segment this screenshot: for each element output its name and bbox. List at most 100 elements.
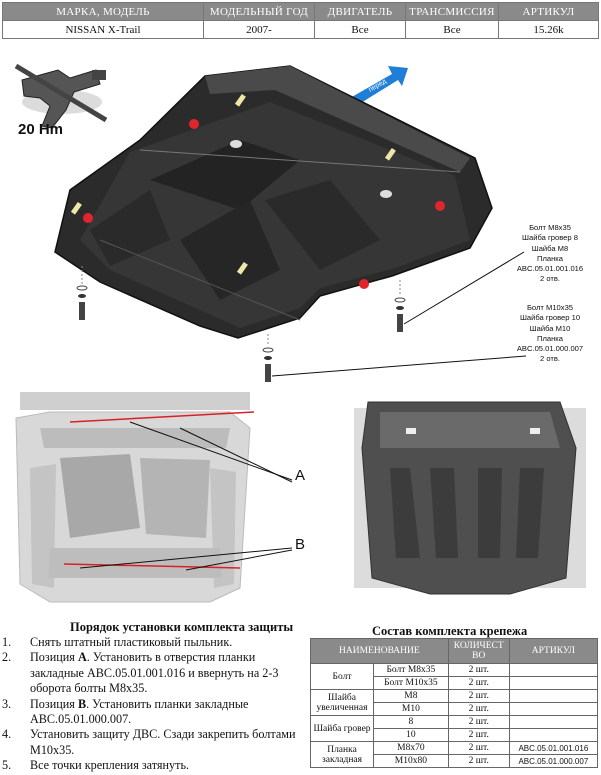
bolt-set-right: [394, 280, 406, 332]
step-text-prefix: Позиция: [30, 696, 78, 711]
header-col-make-model: МАРКА, МОДЕЛЬ: [2, 2, 204, 21]
torque-value: 20 Hm: [18, 121, 63, 138]
bolt-set-center: [262, 334, 274, 382]
position-label-a: A: [295, 467, 306, 484]
procedure-step: 2. Позиция А. Установить в отверстия пла…: [2, 650, 298, 696]
mount-point-red-3: [83, 213, 93, 223]
leader-line-m10: [271, 355, 527, 377]
keyhole-slot-1: [230, 140, 242, 148]
kit-item-article: [508, 715, 599, 729]
bolt-note-m10-line: Болт М10х35: [526, 303, 574, 312]
kit-group-name: Шайба гровер: [310, 715, 374, 742]
bolt-note-m8-line: Болт М8х35: [529, 223, 571, 232]
kit-title: Состав комплекта крепежа: [372, 624, 528, 638]
step-number: 5.: [2, 758, 12, 773]
bolt-note-m8-line: Шайба М8: [531, 243, 569, 253]
kit-item-qty: 2 шт.: [447, 702, 510, 716]
skid-plate: [54, 65, 493, 339]
kit-item-article: [508, 728, 599, 742]
underbody-view-installed: [350, 388, 590, 608]
keyhole-slot-2: [380, 190, 392, 198]
table-row: Болт Болт М8х35 2 шт.: [310, 663, 599, 690]
bolt-set-left: [76, 266, 88, 320]
kit-item-size: М8х70: [373, 741, 449, 755]
bolt-note-m10-line: ABC.05.01.000.007: [516, 344, 584, 354]
bolt-note-m8-line: 2 отв.: [539, 274, 560, 284]
step-position-letter: А: [77, 650, 87, 665]
mount-tab-2: [384, 147, 396, 161]
mount-point-red-2: [435, 201, 445, 211]
leader-a-2: [179, 427, 293, 483]
value-transmission: Все: [405, 20, 499, 39]
fastener-kit-table: НАИМЕНОВАНИЕ КОЛИЧЕСТ ВО АРТИКУЛ Болт Бо…: [310, 638, 599, 768]
leader-a-1: [129, 421, 293, 481]
procedure-step: 4. Установить защиту ДВС. Сзади закрепит…: [2, 727, 298, 758]
value-model-year: 2007-: [203, 20, 315, 39]
mount-tab-1: [234, 93, 246, 107]
kit-header-row: НАИМЕНОВАНИЕ КОЛИЧЕСТ ВО АРТИКУЛ: [310, 638, 599, 664]
kit-item-size: М8: [373, 689, 449, 703]
step-number: 2.: [2, 650, 12, 665]
underbody-view-before: [10, 388, 310, 608]
kit-item-size: 8: [373, 715, 449, 729]
header-col-model-year: МОДЕЛЬНЫЙ ГОД: [203, 2, 315, 21]
table-row: Шайба гровер 8 2 шт.: [310, 715, 599, 742]
bolt-note-m8-line: Планка: [536, 253, 564, 263]
bolt-note-m8-line: ABC.05.01.001.016: [516, 264, 584, 274]
kit-item-qty: 2 шт.: [447, 663, 510, 677]
procedure-step: 5. Все точки крепления затянуть.: [2, 758, 298, 773]
step-text: Снять штатный пластиковый пыльник.: [30, 635, 233, 649]
procedure-steps: 1. Снять штатный пластиковый пыльник. 2.…: [2, 635, 298, 774]
procedure-step: 1. Снять штатный пластиковый пыльник.: [2, 635, 298, 650]
kit-item-size: Болт М10х35: [373, 676, 449, 690]
table-row: Шайба увеличенная М8 2 шт.: [310, 689, 599, 716]
position-label-b: B: [295, 536, 306, 553]
step-number: 4.: [2, 727, 12, 742]
no-impact-wrench-icon: [14, 63, 108, 129]
kit-item-qty: 2 шт.: [447, 741, 510, 755]
mount-tab-3: [70, 201, 82, 215]
kit-item-qty: 2 шт.: [447, 715, 510, 729]
kit-item-size: М10х80: [373, 754, 449, 768]
kit-item-qty: 2 шт.: [447, 754, 510, 768]
header-col-article: АРТИКУЛ: [498, 2, 599, 21]
kit-item-qty: 2 шт.: [447, 689, 510, 703]
bolt-note-m8-line: Шайба гровер 8: [522, 233, 578, 243]
kit-col-article: АРТИКУЛ: [508, 638, 599, 664]
value-article: 15.26k: [498, 20, 599, 39]
step-number: 3.: [2, 696, 12, 711]
kit-item-qty: 2 шт.: [447, 728, 510, 742]
kit-item-article: [508, 676, 599, 690]
step-text: Все точки крепления затянуть.: [30, 758, 190, 773]
table-row: Планка закладная М8х70 2 шт. ABC.05.01.0…: [310, 741, 599, 768]
kit-col-qty: КОЛИЧЕСТ ВО: [447, 638, 510, 664]
product-header-table: МАРКА, МОДЕЛЬ МОДЕЛЬНЫЙ ГОД ДВИГАТЕЛЬ ТР…: [2, 2, 599, 39]
table-row: М10х80 2 шт. ABC.05.01.000.007: [311, 754, 599, 768]
table-row: М10 2 шт.: [311, 702, 599, 716]
value-engine: Все: [314, 20, 406, 39]
kit-item-qty: 2 шт.: [447, 676, 510, 690]
step-text: Установить защиту ДВС. Сзади закрепить б…: [30, 727, 296, 757]
bolt-note-m10-line: Планка: [536, 333, 564, 343]
kit-group-name: Шайба увеличенная: [310, 689, 374, 716]
kit-item-size: Болт М8х35: [373, 663, 449, 677]
kit-group-name: Болт: [310, 663, 374, 690]
kit-item-article: [508, 689, 599, 703]
kit-item-article: ABC.05.01.000.007: [508, 754, 599, 768]
header-labels-row: МАРКА, МОДЕЛЬ МОДЕЛЬНЫЙ ГОД ДВИГАТЕЛЬ ТР…: [2, 2, 599, 21]
kit-item-article: [508, 663, 599, 677]
table-row: 10 2 шт.: [311, 728, 599, 742]
kit-item-article: ABC.05.01.001.016: [508, 741, 599, 755]
bolt-note-m10: Болт М10х35 Шайба гровер 10 Шайба М10 Пл…: [502, 303, 598, 365]
header-values-row: NISSAN X-Trail 2007- Все Все 15.26k: [2, 20, 599, 39]
step-text-prefix: Позиция: [30, 650, 78, 665]
step-text: . Установить в отверстия планки закладны…: [30, 650, 279, 696]
step-number: 1.: [2, 635, 12, 649]
mount-point-red-4: [359, 279, 369, 289]
bolt-note-m8: Болт М8х35 Шайба гровер 8 Шайба М8 Планк…: [502, 223, 598, 285]
leader-b-2: [185, 549, 293, 571]
procedure-step: 3. Позиция В. Установить планки закладны…: [2, 697, 298, 728]
kit-item-size: М10: [373, 702, 449, 716]
header-col-engine: ДВИГАТЕЛЬ: [314, 2, 406, 21]
kit-col-name: НАИМЕНОВАНИЕ: [310, 638, 449, 664]
